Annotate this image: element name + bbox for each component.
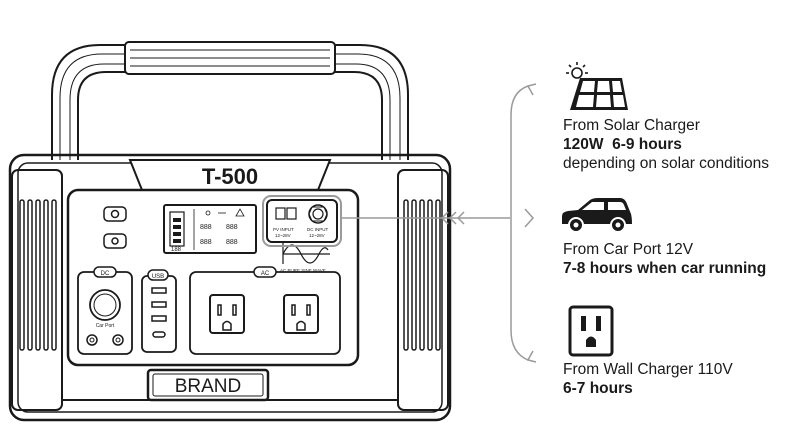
- car-icon: [562, 198, 632, 233]
- light-button[interactable]: [103, 233, 127, 249]
- brand-label: BRAND: [175, 376, 242, 397]
- dc-input-label: DC INPUT: [307, 227, 329, 232]
- wall-charge-option: From Wall Charger 110V 6-7 hours: [563, 360, 733, 398]
- solar-panel-icon: [566, 62, 628, 110]
- lcd-battery-reading: 188: [171, 247, 182, 253]
- usb-section: [141, 269, 177, 353]
- wall-option-time: 6-7 hours: [563, 380, 633, 397]
- lcd-status-icons: [205, 208, 245, 217]
- car-option-time: 7-8 hours when car running: [563, 260, 767, 277]
- power-button[interactable]: [103, 206, 127, 222]
- lcd-top-2: 888: [226, 224, 238, 231]
- device-body: [8, 153, 452, 422]
- model-label: T-500: [202, 164, 258, 189]
- pv-input-label: PV INPUT: [273, 227, 294, 232]
- dc-input-range: 12~28V: [309, 233, 325, 238]
- usb-section-label: USB: [152, 274, 164, 280]
- input-ports-panel: [266, 199, 338, 243]
- solar-option-time: 120W 6-9 hours: [563, 136, 682, 153]
- car-port-label: Car Port: [96, 323, 115, 329]
- dc-section: [77, 266, 133, 355]
- car-option-title: From Car Port 12V: [563, 241, 694, 258]
- solar-charge-option: From Solar Charger 120W 6-9 hours depend…: [563, 116, 769, 173]
- input-highlight: [262, 195, 342, 247]
- lcd-display: [163, 204, 257, 254]
- carry-handle: [51, 41, 409, 160]
- pure-sine-label: AC PURE SINE WAVE: [280, 268, 326, 273]
- lcd-top-1: 888: [200, 224, 212, 231]
- connector-arrow: [341, 211, 510, 225]
- solar-option-title: From Solar Charger: [563, 117, 700, 134]
- ac-section-label: AC: [261, 271, 270, 277]
- dc-section-label: DC: [101, 271, 110, 277]
- ac-section: [189, 266, 341, 355]
- wall-option-title: From Wall Charger 110V: [563, 361, 733, 378]
- car-charge-option: From Car Port 12V 7-8 hours when car run…: [563, 240, 766, 278]
- pv-input-range: 12~28V: [275, 233, 291, 238]
- wall-outlet-icon: [568, 305, 614, 357]
- solar-option-note: depending on solar conditions: [563, 155, 769, 172]
- lcd-bottom-1: 888: [200, 239, 212, 246]
- options-brace: [510, 83, 537, 363]
- lcd-bottom-2: 888: [226, 239, 238, 246]
